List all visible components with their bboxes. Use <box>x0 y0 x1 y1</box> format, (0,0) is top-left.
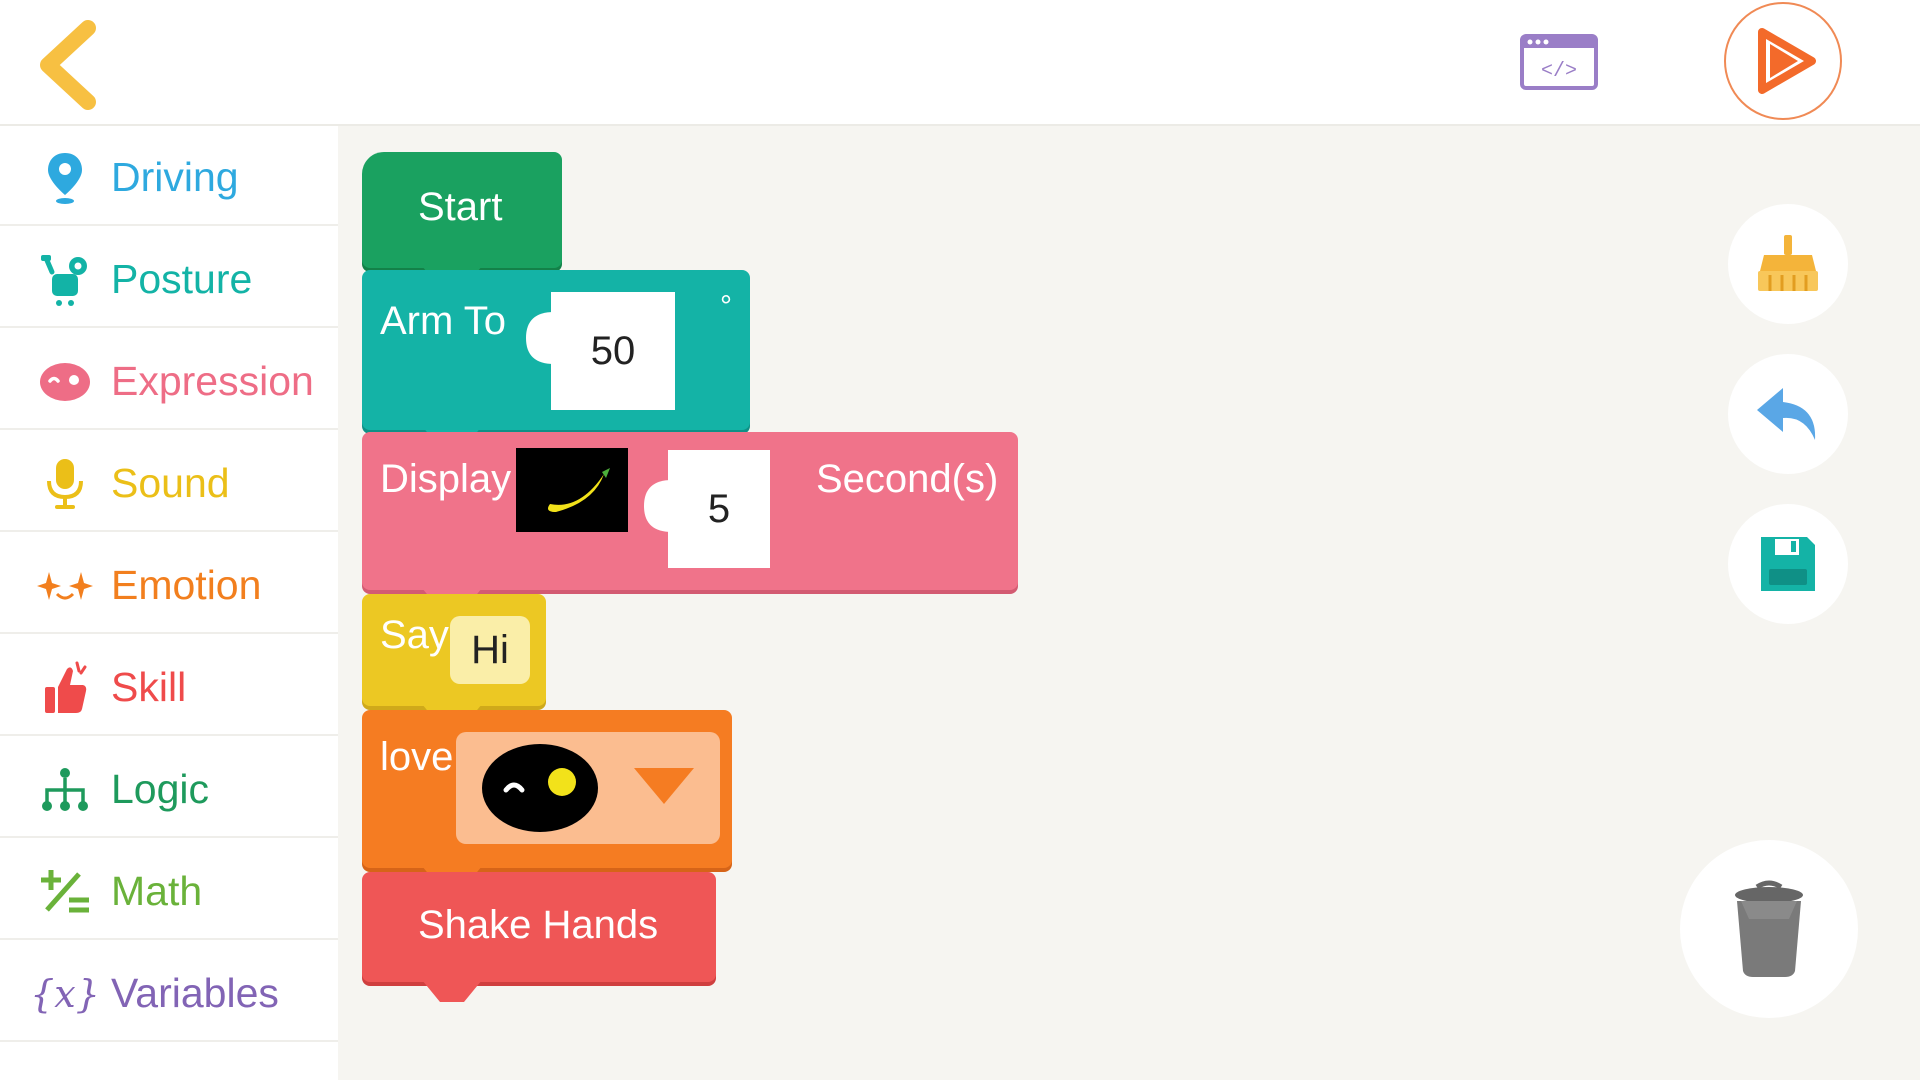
trash-button[interactable] <box>1680 840 1858 1018</box>
arm-angle-value: 50 <box>590 328 636 373</box>
sidebar-item-math[interactable]: Math <box>0 840 338 940</box>
undo-icon <box>1757 388 1816 440</box>
sidebar-item-variables[interactable]: {x} Variables <box>0 942 338 1042</box>
sidebar-item-skill[interactable]: Skill <box>0 636 338 736</box>
robot-posture-icon <box>34 252 96 308</box>
sidebar-item-logic[interactable]: Logic <box>0 738 338 838</box>
undo-button[interactable] <box>1728 354 1848 474</box>
arm-to-label: Arm To <box>380 299 506 343</box>
microphone-icon <box>34 456 96 512</box>
sidebar-item-expression[interactable]: Expression <box>0 330 338 430</box>
shake-hands-block[interactable]: Shake Hands <box>362 872 716 1002</box>
variable-braces-icon: {x} <box>34 966 96 1022</box>
display-seconds-value: 5 <box>707 486 731 531</box>
sidebar-item-label: Sound <box>111 460 230 506</box>
play-icon <box>1758 28 1816 94</box>
dropdown-triangle-icon <box>634 768 694 804</box>
face-icon <box>34 354 96 410</box>
seconds-label: Second(s) <box>816 457 999 501</box>
arm-to-block[interactable]: Arm To 50 ° <box>362 270 750 448</box>
sidebar-item-emotion[interactable]: Emotion <box>0 534 338 634</box>
broom-icon <box>1758 235 1818 291</box>
category-sidebar: Driving Posture Expression Sound Emotion… <box>0 126 338 1080</box>
svg-text:{x}: {x} <box>34 972 96 1016</box>
sidebar-item-sound[interactable]: Sound <box>0 432 338 532</box>
say-label: Say <box>380 613 449 657</box>
shake-hands-label: Shake Hands <box>418 903 659 947</box>
sidebar-item-driving[interactable]: Driving <box>0 126 338 226</box>
say-text-value: Hi <box>471 627 509 672</box>
banana-icon <box>548 468 610 512</box>
arm-angle-input[interactable]: 50 <box>551 292 675 410</box>
location-pin-icon <box>34 150 96 206</box>
floppy-disk-icon <box>1761 537 1815 591</box>
emotion-dropdown[interactable] <box>456 732 720 844</box>
math-ops-icon <box>34 864 96 920</box>
save-button[interactable] <box>1728 504 1848 624</box>
back-button[interactable] <box>30 20 110 110</box>
sidebar-item-posture[interactable]: Posture <box>0 228 338 328</box>
start-block[interactable]: Start <box>362 152 562 288</box>
start-block-label: Start <box>418 185 503 229</box>
sidebar-item-label: Driving <box>111 154 239 200</box>
code-view-button[interactable]: </> <box>1520 34 1598 90</box>
display-seconds-input[interactable]: 5 <box>668 450 770 568</box>
love-label: love <box>380 735 454 779</box>
say-text-input[interactable]: Hi <box>450 616 530 684</box>
sidebar-item-label: Skill <box>111 664 187 710</box>
display-block[interactable]: Display 5 Second(s) <box>362 432 1018 610</box>
trash-icon <box>1735 880 1803 977</box>
display-image-thumbnail[interactable] <box>516 448 628 532</box>
top-bar: </> <box>0 0 1920 126</box>
chevron-left-icon <box>40 20 96 110</box>
display-label: Display <box>380 457 512 501</box>
sparkle-face-icon <box>34 558 96 614</box>
sidebar-item-label: Expression <box>111 358 314 404</box>
thumbs-up-icon <box>34 660 96 716</box>
love-emotion-block[interactable]: love <box>362 710 732 888</box>
sidebar-item-label: Emotion <box>111 562 262 608</box>
sidebar-item-label: Logic <box>111 766 210 812</box>
sidebar-item-label: Variables <box>111 970 279 1016</box>
code-window-icon: </> <box>1520 34 1598 90</box>
sidebar-item-label: Math <box>111 868 203 914</box>
wink-face-icon <box>482 744 598 832</box>
code-workspace[interactable]: Start Arm To 50 ° Display 5 Second(s) Sa… <box>338 126 1920 1080</box>
clear-workspace-button[interactable] <box>1728 204 1848 324</box>
degree-unit: ° <box>720 290 732 323</box>
say-block[interactable]: Say Hi <box>362 594 546 726</box>
sidebar-item-label: Posture <box>111 256 253 302</box>
run-button[interactable] <box>1724 2 1842 120</box>
logic-tree-icon <box>34 762 96 818</box>
svg-text:</>: </> <box>1541 60 1577 83</box>
